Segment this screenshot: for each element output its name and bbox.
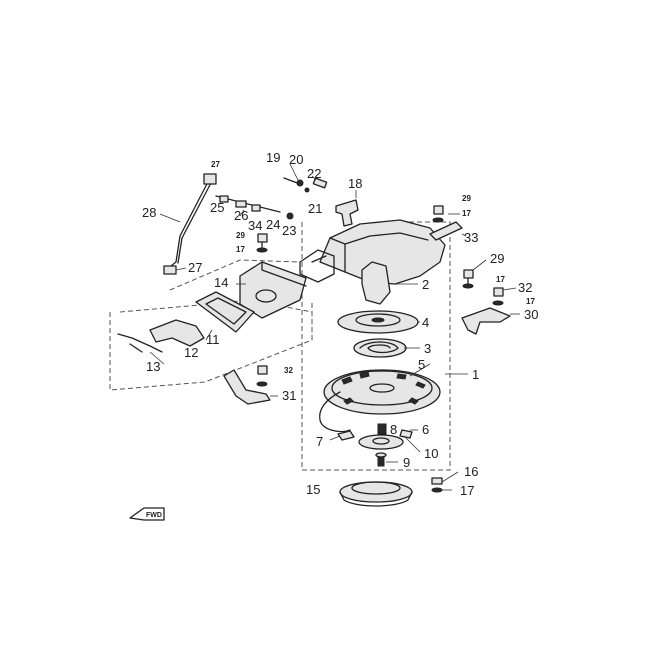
callout-9: 9 <box>403 455 410 470</box>
bolt-16 <box>431 477 443 493</box>
callout-29-left: 29 <box>236 231 245 240</box>
callout-30: 30 <box>524 307 538 322</box>
callout-34: 34 <box>248 218 262 233</box>
callout-8: 8 <box>390 422 397 437</box>
callout-29: 29 <box>490 251 504 266</box>
duct-12 <box>117 319 205 353</box>
top-small-parts <box>283 177 359 227</box>
bracket-30 <box>461 287 511 335</box>
bolt-34 <box>256 233 268 253</box>
callout-1: 1 <box>472 367 479 382</box>
starter-cup <box>339 481 413 507</box>
fwd-label: FWD <box>146 512 162 519</box>
callout-32-right: 32 <box>518 280 532 295</box>
callout-25: 25 <box>210 200 224 215</box>
gasket-11 <box>195 291 255 333</box>
callout-10: 10 <box>424 446 438 461</box>
callout-24: 24 <box>266 217 280 232</box>
callout-22: 22 <box>307 166 321 181</box>
callout-17-mid-right: 17 <box>496 275 505 284</box>
callout-20: 20 <box>289 152 303 167</box>
leader-lines <box>149 163 520 491</box>
callout-7: 7 <box>316 434 323 449</box>
callout-17-left: 17 <box>236 245 245 254</box>
callout-21: 21 <box>308 201 322 216</box>
callout-31: 31 <box>282 388 296 403</box>
callout-13: 13 <box>146 359 160 374</box>
callout-11: 11 <box>206 332 220 347</box>
callout-5: 5 <box>418 357 425 372</box>
callout-4: 4 <box>422 315 429 330</box>
callout-3: 3 <box>424 341 431 356</box>
bolt-29-top <box>429 205 463 241</box>
callout-labels: 1 2 3 4 5 6 7 8 9 10 11 12 13 14 15 16 1… <box>142 150 538 498</box>
callout-18: 18 <box>348 176 362 191</box>
starter-housing <box>299 219 446 305</box>
callout-6: 6 <box>422 422 429 437</box>
callout-27: 27 <box>188 260 202 275</box>
bolt-29-mid <box>462 269 474 289</box>
friction-plate <box>358 434 404 467</box>
fwd-arrow-icon: FWD <box>129 507 165 521</box>
callout-12: 12 <box>184 345 198 360</box>
rope-pulley <box>319 369 441 433</box>
callout-17-bottom: 17 <box>460 483 474 498</box>
callout-15: 15 <box>306 482 320 497</box>
callout-17-right: 17 <box>526 297 535 306</box>
callout-27-top: 27 <box>211 160 220 169</box>
bracket-31 <box>223 365 271 405</box>
callout-16: 16 <box>464 464 478 479</box>
callout-29-top-right: 29 <box>462 194 471 203</box>
callout-32-left: 32 <box>284 366 293 375</box>
throttle-rod <box>163 173 294 275</box>
callout-33: 33 <box>464 230 478 245</box>
callout-14: 14 <box>214 275 228 290</box>
callout-17-top-right: 17 <box>462 209 471 218</box>
callout-19: 19 <box>266 150 280 165</box>
pawls <box>337 423 413 441</box>
callout-28: 28 <box>142 205 156 220</box>
callout-2: 2 <box>422 277 429 292</box>
callout-26: 26 <box>234 208 248 223</box>
recoil-spring <box>353 338 407 358</box>
callout-23: 23 <box>282 223 296 238</box>
spring-cover-plate <box>337 310 419 334</box>
